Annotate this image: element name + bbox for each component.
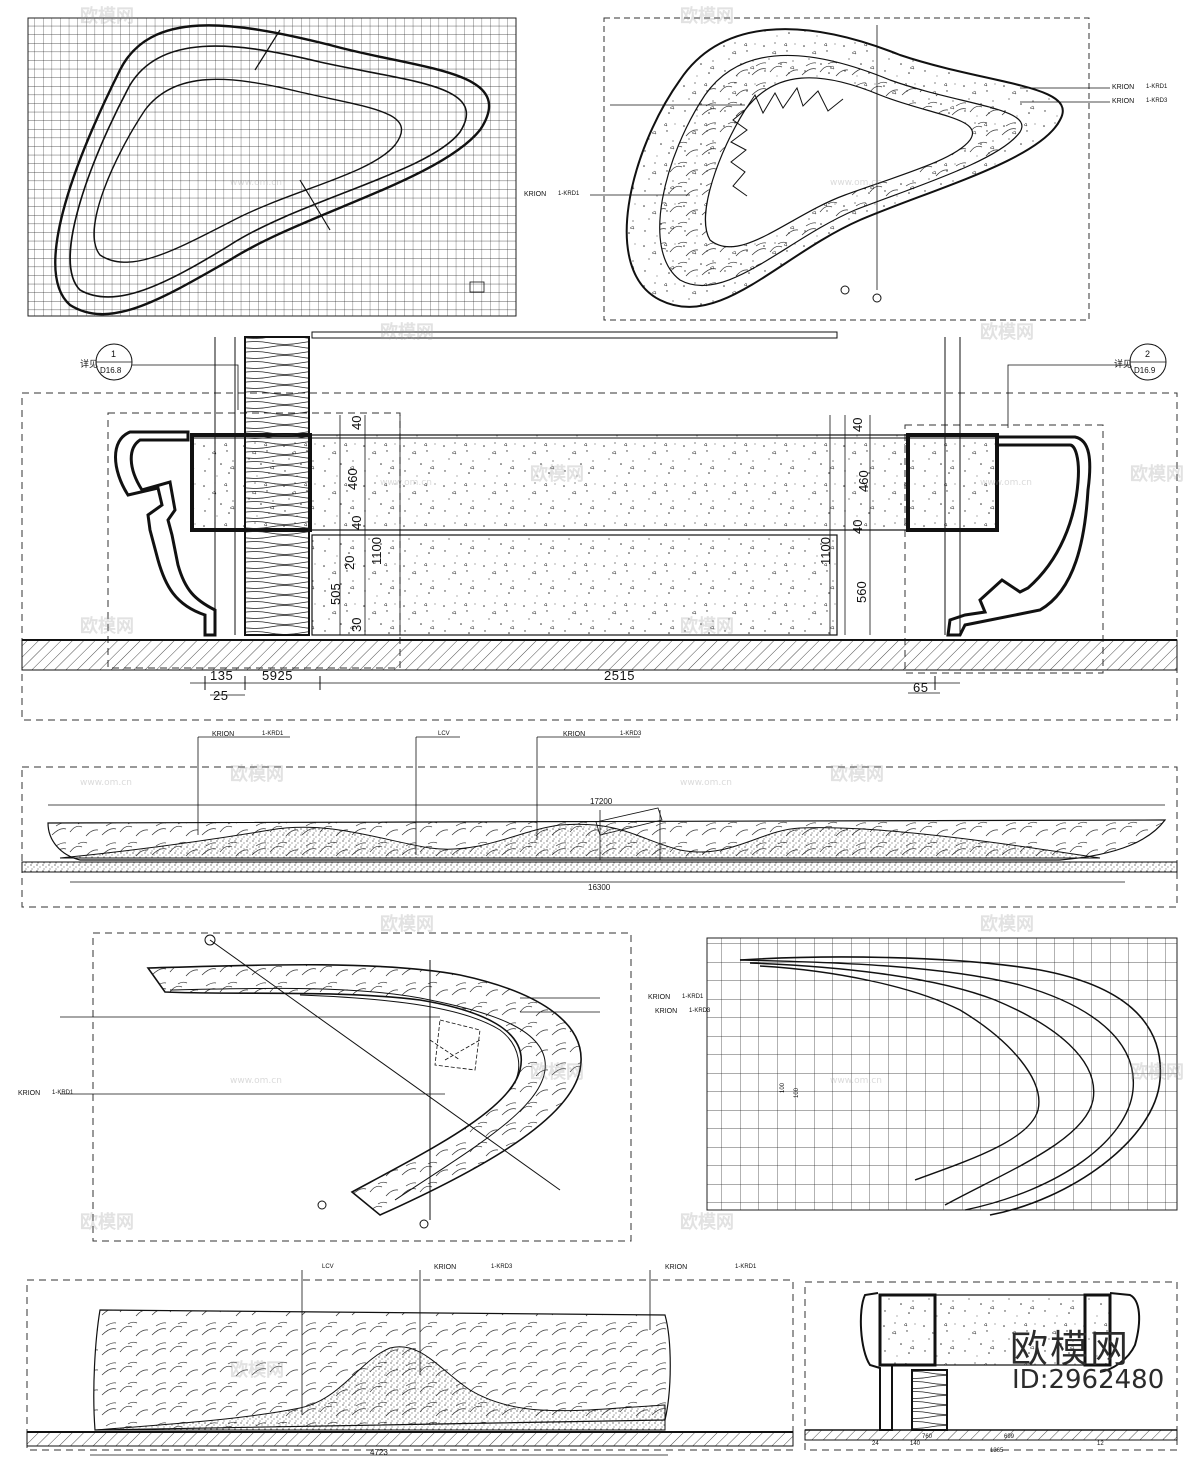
dim-right-40-mid: 40	[850, 519, 865, 534]
watermark: 欧模网	[530, 1062, 584, 1083]
dim-left-505: 505	[328, 583, 343, 605]
detail-left-prefix: 详见	[80, 359, 99, 369]
watermark-url: www.om.cn	[680, 778, 732, 788]
elev-long-dim-17200: 17200	[590, 797, 613, 806]
plan-top-label-1: KRION	[1112, 84, 1135, 91]
watermark-url: www.om.cn	[80, 778, 132, 788]
dim-left-30: 30	[349, 617, 364, 632]
grid-bottom-dim-1: 100	[780, 1082, 787, 1094]
elev-short-tag-2: 1-KRD3	[491, 1264, 513, 1270]
watermark: 欧模网	[80, 6, 134, 27]
detail-left-sheet: D16.8	[100, 366, 122, 375]
plan-top-label-2: KRION	[1112, 98, 1135, 105]
plan-bottom-tag-2: 1-KRD3	[689, 1008, 711, 1014]
watermark-url: www.om.cn	[230, 178, 282, 188]
dim-left-40-mid: 40	[349, 515, 364, 530]
watermark: 欧模网	[230, 764, 284, 785]
dim-left-40-top: 40	[349, 415, 364, 430]
plan-top-tag-2: 1-KRD3	[1146, 98, 1168, 104]
plan-top-tag-1: 1-KRD1	[1146, 84, 1168, 90]
watermark: 欧模网	[830, 764, 884, 785]
detail-right-num: 2	[1145, 349, 1151, 359]
watermark-url: www.om.cn	[230, 1076, 282, 1086]
watermark: 欧模网	[980, 914, 1034, 935]
plan-grid-bottom-panel	[706, 937, 1178, 1216]
elev-long-tag-1: 1-KRD1	[262, 731, 284, 737]
watermark: 欧模网	[680, 1212, 734, 1233]
watermark: 欧模网	[530, 464, 584, 485]
plan-grid-top-panel	[27, 17, 517, 317]
elev-long-tag-2: LCV	[438, 731, 450, 737]
watermark-url: www.om.cn	[980, 478, 1032, 488]
plan-bottom-label-1: KRION	[648, 994, 671, 1001]
watermark-url: www.om.cn	[830, 178, 882, 188]
small-dim-760: 760	[922, 1434, 933, 1440]
dim-right-560: 560	[854, 581, 869, 603]
elev-long-label-1: KRION	[212, 731, 235, 738]
dim-left-20: 20	[342, 555, 357, 570]
elev-short-tag-3: 1-KRD1	[735, 1264, 757, 1270]
elevation-long-panel	[21, 736, 1178, 908]
watermark: 欧模网	[230, 1360, 284, 1381]
plan-bottom-tag-3: 1-KRD1	[52, 1090, 74, 1096]
detail-right-sheet: D16.9	[1134, 366, 1156, 375]
plan-top-panel	[590, 17, 1110, 321]
elev-long-dim-16300: 16300	[588, 883, 611, 892]
plan-bottom-label-2: KRION	[655, 1008, 678, 1015]
plan-bottom-panel	[60, 932, 632, 1242]
elevation-short-panel	[26, 1270, 794, 1456]
watermark-url: www.om.cn	[380, 478, 432, 488]
plan-bottom-label-3: KRION	[18, 1090, 41, 1097]
detail-right-prefix: 详见	[1114, 359, 1133, 369]
elev-long-label-3: KRION	[563, 731, 586, 738]
watermark-url: www.om.cn	[830, 1076, 882, 1086]
plan-bottom-tag-1: 1-KRD1	[682, 994, 704, 1000]
dim-bottom-65: 65	[913, 680, 929, 695]
dim-bottom-2515: 2515	[604, 668, 635, 683]
watermark: 欧模网	[1130, 1062, 1184, 1083]
grid-bottom-dim-2: 100	[794, 1087, 801, 1099]
watermark: 欧模网	[80, 1212, 134, 1233]
elev-long-tag-3: 1-KRD3	[620, 731, 642, 737]
brand-id: ID:2962480	[1012, 1365, 1165, 1395]
watermark: 欧模网	[380, 322, 434, 343]
plan-top-tag-3: 1-KRD1	[558, 191, 580, 197]
watermark: 欧模网	[680, 6, 734, 27]
elev-short-label-2: KRION	[434, 1264, 457, 1271]
dim-right-40-top: 40	[850, 417, 865, 432]
watermark: 欧模网	[980, 322, 1034, 343]
dim-left-1100: 1100	[369, 537, 384, 565]
dim-left-460: 460	[345, 468, 360, 490]
dim-bottom-5925: 5925	[262, 668, 293, 683]
small-dim-1365: 1365	[990, 1448, 1004, 1454]
small-dim-699: 699	[1004, 1434, 1015, 1440]
watermark: 欧模网	[80, 616, 134, 637]
small-dim-24: 24	[872, 1441, 879, 1447]
detail-left-num: 1	[111, 349, 117, 359]
dim-right-1100: 1100	[818, 537, 833, 565]
plan-top-label-3: KRION	[524, 191, 547, 198]
small-dim-12: 12	[1097, 1441, 1104, 1447]
dim-right-460: 460	[856, 470, 871, 492]
elev-short-tag-1: LCV	[322, 1264, 334, 1270]
watermark: 欧模网	[380, 914, 434, 935]
elev-short-dim-4723: 4723	[370, 1448, 388, 1457]
elev-short-label-3: KRION	[665, 1264, 688, 1271]
watermark: 欧模网	[680, 616, 734, 637]
section-main-panel	[21, 331, 1178, 721]
dim-bottom-25: 25	[213, 688, 229, 703]
brand-name: 欧模网	[1010, 1327, 1131, 1371]
dim-bottom-135: 135	[210, 668, 234, 683]
small-dim-140: 140	[910, 1441, 921, 1447]
section-small-panel	[804, 1281, 1178, 1451]
watermark: 欧模网	[1130, 464, 1184, 485]
